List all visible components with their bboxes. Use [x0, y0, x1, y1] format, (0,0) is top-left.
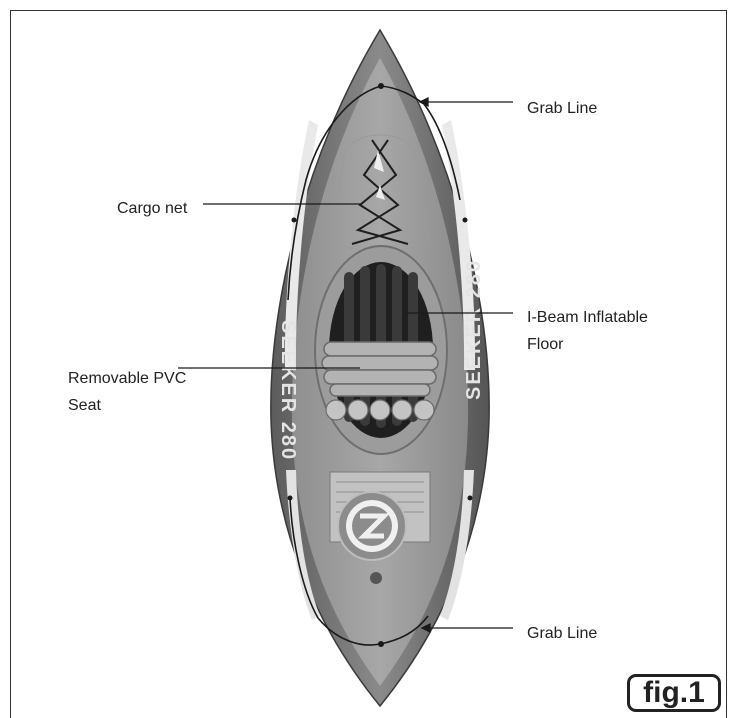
seat-backrest [322, 342, 438, 396]
side-text-left: SEEKER 280 [277, 320, 299, 461]
side-text-right: SEEKER 280 [463, 259, 485, 400]
seat-cushion [326, 400, 434, 420]
label-floor-line1: I-Beam Inflatable [527, 305, 648, 331]
label-grab-line-top: Grab Line [527, 96, 597, 122]
label-seat-line2: Seat [68, 393, 101, 419]
label-cargo-net: Cargo net [117, 196, 187, 222]
label-grab-line-bottom: Grab Line [527, 621, 597, 647]
valve [370, 572, 382, 584]
label-floor-line2: Floor [527, 332, 563, 358]
label-seat-line1: Removable PVC [68, 366, 186, 392]
figure-number-badge: fig.1 [627, 674, 721, 712]
